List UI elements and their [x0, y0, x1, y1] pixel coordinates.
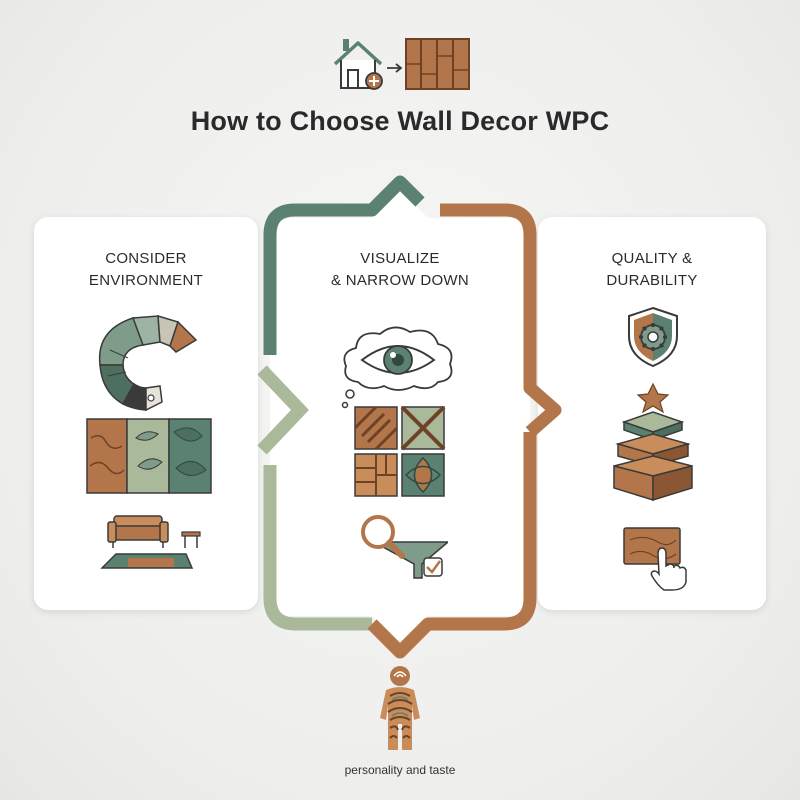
card-title-line2: DURABILITY — [606, 272, 698, 289]
color-swatch-fan-icon — [98, 314, 198, 412]
arrow-right-icon — [387, 63, 403, 73]
living-room-icon — [100, 515, 201, 569]
card-title-line1: VISUALIZE — [360, 250, 440, 267]
caption: personality and taste — [344, 763, 456, 777]
wall-texture-samples-icon — [86, 418, 212, 494]
page-title: How to Choose Wall Decor WPC — [190, 106, 610, 136]
person-fingerprint-icon — [380, 666, 420, 750]
house-add-icon — [333, 39, 383, 90]
card-consider-environment: CONSIDER ENVIRONMENT — [34, 217, 258, 610]
card-title-line1: QUALITY & — [611, 250, 693, 267]
card-title-line2: ENVIRONMENT — [88, 272, 204, 289]
stacked-blocks-star-icon — [613, 382, 693, 502]
card-title-line1: CONSIDER — [105, 250, 187, 267]
wood-panel-icon — [405, 38, 470, 90]
magnify-filter-check-icon — [361, 515, 448, 579]
eye-thought-icon — [341, 326, 453, 409]
header-icon-group — [333, 38, 470, 90]
pattern-tiles-icon — [354, 406, 446, 497]
hand-touch-wood-icon — [623, 527, 687, 591]
card-title-line2: & NARROW DOWN — [330, 272, 470, 289]
shield-gear-icon — [628, 306, 678, 368]
